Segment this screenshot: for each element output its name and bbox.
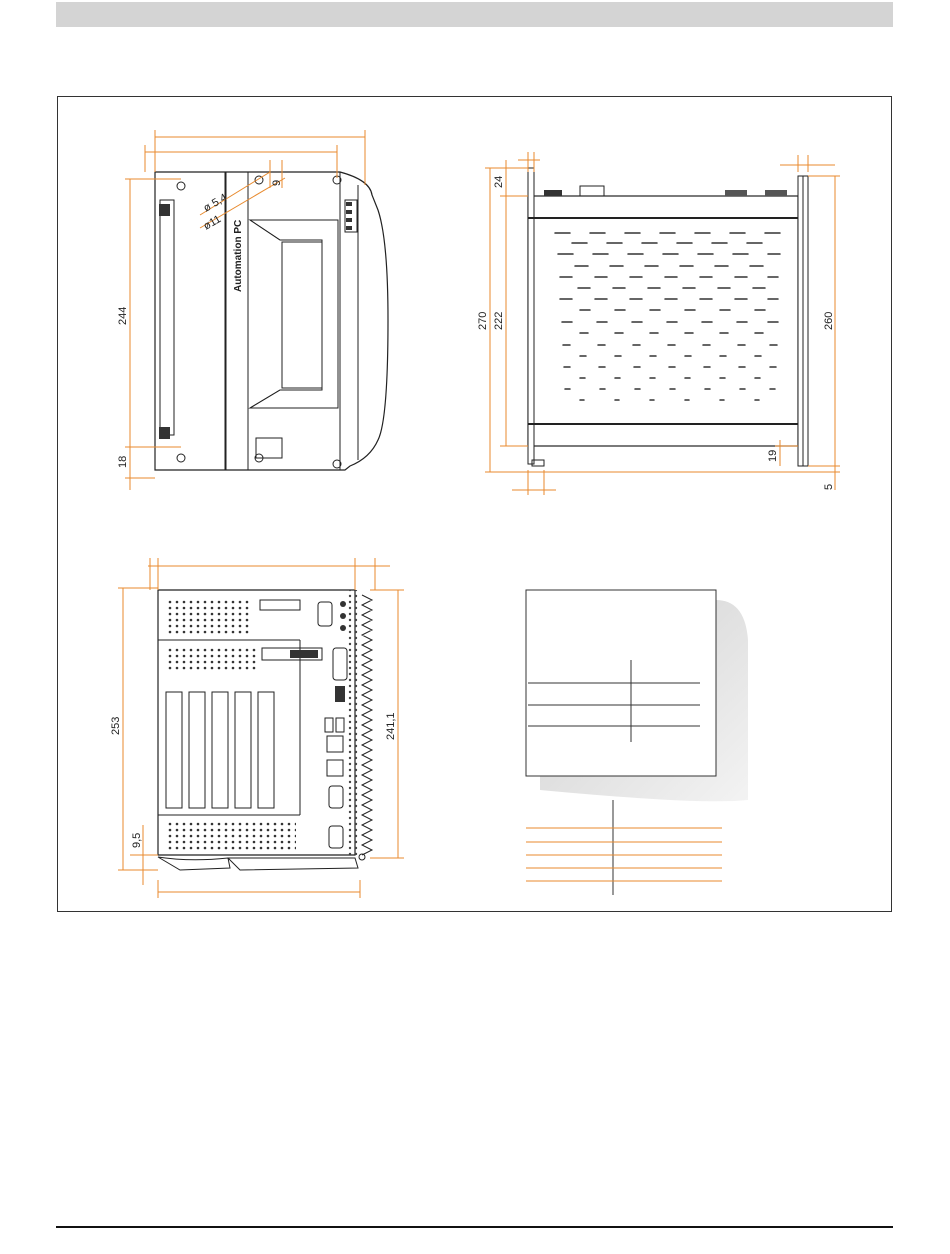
dim-side-top-offset: 24 [493, 176, 505, 188]
dim-side-right-height: 260 [823, 312, 835, 330]
dim-front-height: 244 [117, 307, 129, 325]
dim-side-bottom-gap: 19 [767, 450, 779, 462]
dim-side-flange: 5 [823, 484, 835, 490]
info-panel [526, 590, 748, 801]
dim-rear-bottom-offset: 9,5 [131, 833, 143, 848]
brand-label: Automation PC [233, 220, 244, 292]
side-view: 270 222 24 260 19 5 [477, 152, 840, 495]
dim-front-bottom: 18 [117, 456, 129, 468]
dim-rear-height: 253 [110, 717, 122, 735]
rear-view: 253 241,1 9,5 [110, 558, 404, 898]
dim-rear-inner-height: 241,1 [385, 712, 397, 740]
dim-hole-offset: 9 [271, 180, 283, 186]
dim-side-total-height: 270 [477, 312, 489, 330]
dim-side-inner-height: 222 [493, 312, 505, 330]
front-view: Automation PC 244 1 [117, 130, 388, 490]
legend-table [526, 800, 722, 895]
